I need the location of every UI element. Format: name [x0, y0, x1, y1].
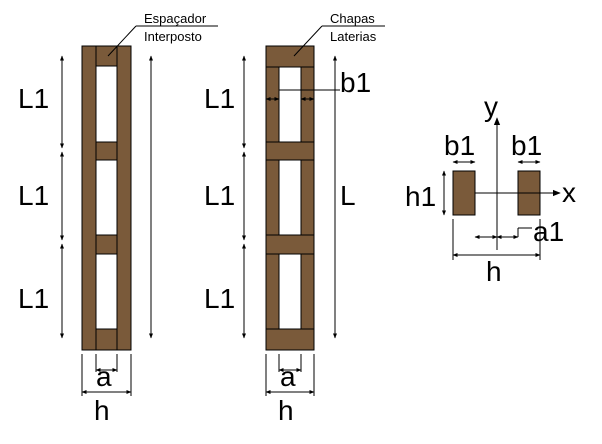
section-a1: a1	[533, 216, 564, 247]
mid-plate-top	[265, 45, 315, 68]
section-h: h	[486, 256, 502, 287]
mid-dim-b1: b1	[340, 67, 371, 98]
section-b1-left: b1	[444, 130, 475, 161]
left-spacer-mid2	[95, 234, 118, 255]
mid-dim-l1-mid: L1	[204, 180, 235, 211]
middle-column	[265, 45, 315, 351]
mid-chord-right	[300, 45, 315, 351]
mid-plate-mid2	[265, 234, 315, 255]
section-b1-right: b1	[511, 130, 542, 161]
section-h1: h1	[405, 181, 436, 212]
mid-dim-l: L	[340, 180, 356, 211]
middle-bottom-dims	[265, 354, 315, 396]
left-dim-l1-top: L1	[18, 83, 49, 114]
left-dim-line	[60, 25, 218, 339]
mid-dim-a: a	[280, 361, 296, 392]
left-dim-l1-bottom: L1	[18, 283, 49, 314]
left-chord-outer-left	[81, 45, 97, 351]
left-spacer-top	[95, 45, 118, 67]
section-dims	[442, 160, 541, 260]
left-spacer-bottom	[95, 328, 118, 351]
middle-dim-line	[242, 25, 385, 339]
left-chord-outer-right	[116, 45, 132, 351]
mid-plate-bottom	[265, 328, 315, 351]
axis-y-label: y	[484, 91, 498, 122]
label-spacer-2: Interposto	[144, 29, 202, 44]
label-spacer: Espaçador	[144, 11, 207, 26]
label-plates-2: Laterias	[330, 29, 377, 44]
label-plates: Chapas	[330, 11, 375, 26]
section-chord-left	[452, 170, 476, 216]
cross-section	[452, 117, 561, 250]
left-spacer-mid1	[95, 141, 118, 161]
left-column	[81, 45, 132, 351]
axis-x-label: x	[562, 177, 576, 208]
mid-dim-l1-bottom: L1	[204, 283, 235, 314]
mid-dim-h: h	[278, 395, 294, 426]
left-dim-h: h	[94, 395, 110, 426]
mid-dim-l1-top: L1	[204, 83, 235, 114]
mid-chord-left	[265, 45, 280, 351]
left-dim-l1-mid: L1	[18, 180, 49, 211]
left-bottom-dims	[81, 354, 132, 396]
mid-plate-mid1	[265, 141, 315, 161]
left-dim-a: a	[96, 361, 112, 392]
